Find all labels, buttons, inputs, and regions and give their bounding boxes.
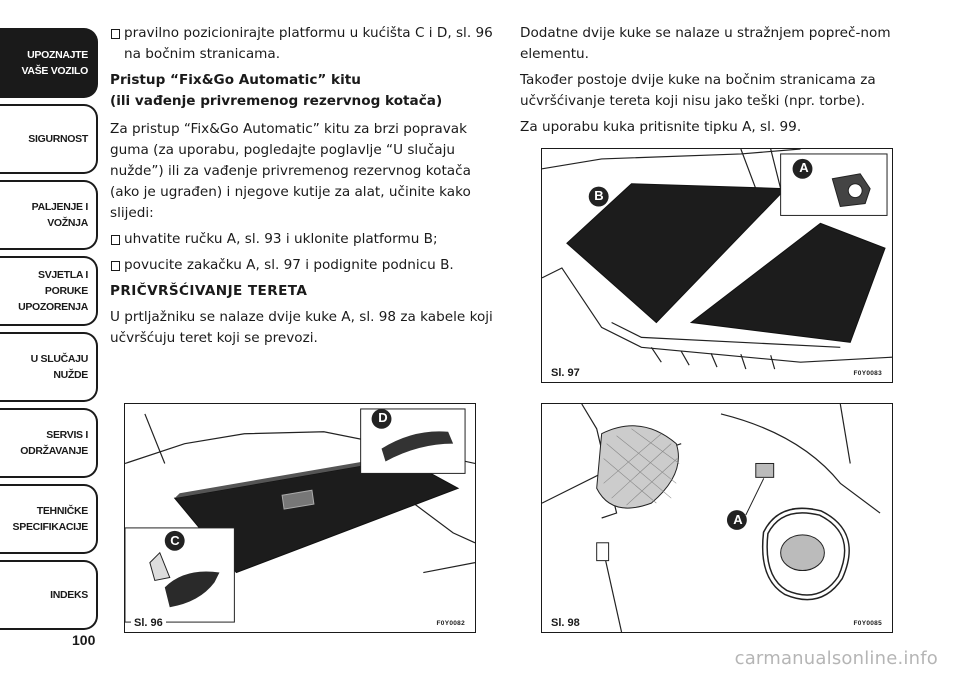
figure-97: A B Sl. 97 F0Y0083 (541, 148, 893, 383)
tab-label-line2: VAŠE VOZILO (21, 65, 88, 77)
figure-96: D C Sl. 96 F0Y0082 (124, 403, 476, 633)
callout-d: D (378, 410, 388, 425)
tab-svjetla-i-poruke-upozorenja[interactable]: SVJETLA I PORUKE UPOZORENJA (0, 256, 98, 326)
tab-label-line2: VOŽNJA (47, 217, 88, 229)
tab-label-line1: SIGURNOST (28, 132, 88, 145)
trunk-floor-illustration (542, 149, 892, 370)
figure-code: F0Y0082 (434, 620, 467, 627)
subheading: Pristup “Fix&Go Automatic” kitu (ili vađ… (110, 70, 495, 112)
tab-label-line2: NUŽDE (53, 369, 88, 381)
tab-label-line1: U SLUČAJU (30, 352, 89, 365)
paragraph: Za pristup “Fix&Go Automatic” kitu za br… (110, 121, 471, 221)
callout-a: A (733, 512, 743, 527)
watermark: carmanualsonline.info (734, 648, 938, 669)
figure-caption: Sl. 97 (548, 367, 583, 379)
tab-label-line1: UPOZNAJTE (27, 48, 88, 61)
tab-label-line1: SERVIS I (46, 428, 88, 441)
tab-sigurnost[interactable]: SIGURNOST (0, 104, 98, 174)
tab-label-line1: SVJETLA I PORUKE (37, 268, 88, 297)
subheading-line1: Pristup “Fix&Go Automatic” kitu (110, 72, 361, 88)
paragraph: Također postoje dvije kuke na bočnim str… (520, 72, 876, 109)
figure-caption: Sl. 98 (548, 617, 583, 629)
tab-paljenje-i-voznja[interactable]: PALJENJE I VOŽNJA (0, 180, 98, 250)
paragraph: Za uporabu kuka pritisnite tipku A, sl. … (520, 119, 802, 135)
tab-upoznajte-vase-vozilo[interactable]: UPOZNAJTE VAŠE VOZILO (0, 28, 98, 98)
tab-label-line1: PALJENJE I (31, 200, 89, 213)
trunk-platform-illustration (125, 408, 475, 623)
section-heading: PRIČVRŠĆIVANJE TERETA (110, 283, 308, 299)
figure-code: F0Y0085 (851, 620, 884, 627)
tab-label-line1: INDEKS (50, 588, 88, 601)
tab-u-slucaju-nuzde[interactable]: U SLUČAJU NUŽDE (0, 332, 98, 402)
right-column: Dodatne dvije kuke se nalaze u stražnjem… (520, 23, 915, 143)
tab-label-line2: UPOZORENJA (18, 301, 88, 314)
load-hook-illustration (542, 404, 881, 632)
callout-c: C (170, 533, 180, 548)
paragraph: U prtljažniku se nalaze dvije kuke A, sl… (110, 309, 493, 346)
tab-label-line1: TEHNIČKE (36, 504, 89, 517)
tab-servis-i-odrzavanje[interactable]: SERVIS I ODRŽAVANJE (0, 408, 98, 478)
figure-code: F0Y0083 (851, 370, 884, 377)
page-number: 100 (72, 632, 96, 648)
figure-caption: Sl. 96 (131, 617, 166, 629)
callout-a: A (799, 160, 809, 175)
tab-indeks[interactable]: INDEKS (0, 560, 98, 630)
subheading-line2: (ili vađenje privremenog rezervnog kotač… (110, 93, 443, 109)
tab-tehnicke-specifikacije[interactable]: TEHNIČKE SPECIFIKACIJE (0, 484, 98, 554)
figure-98: A Sl. 98 F0Y0085 (541, 403, 893, 633)
paragraph: Dodatne dvije kuke se nalaze u stražnjem… (520, 25, 891, 62)
bullet-item: povucite zakačku A, sl. 97 i podignite p… (110, 255, 495, 276)
callout-b: B (594, 188, 604, 203)
bullet-item: pravilno pozicionirajte platformu u kući… (110, 23, 495, 65)
bullet-item: uhvatite ručku A, sl. 93 i uklonite plat… (110, 229, 495, 250)
left-column: pravilno pozicionirajte platformu u kući… (110, 23, 495, 354)
tab-label-line2: SPECIFIKACIJE (12, 521, 89, 533)
tab-label-line2: ODRŽAVANJE (20, 445, 88, 457)
